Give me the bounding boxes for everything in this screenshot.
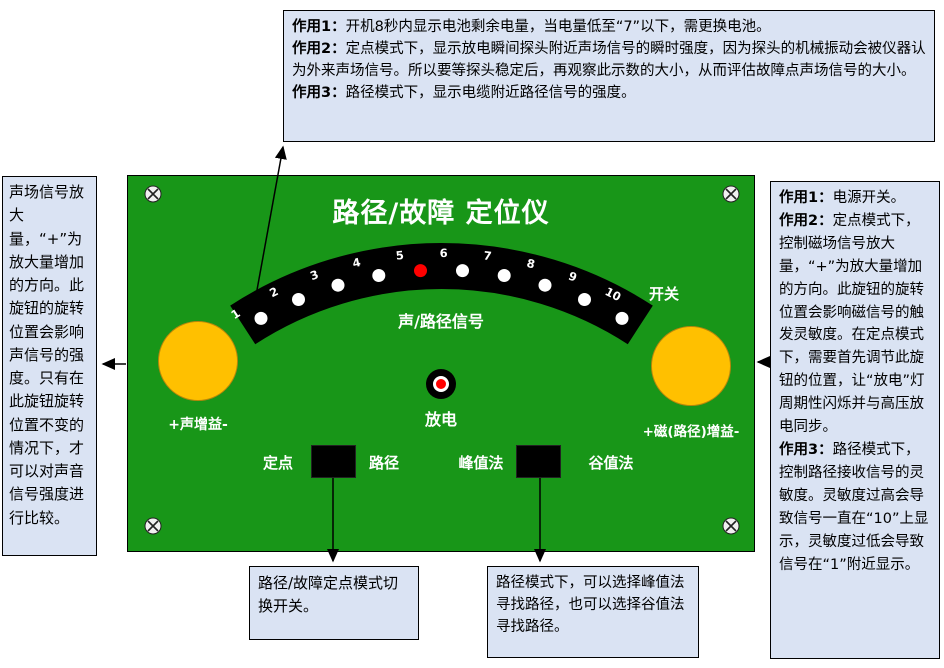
method-toggle-switch[interactable] [516,445,561,478]
note-display-functions: 作用1：开机8秒内显示电池剩余电量，当电量低至“7”以下，需更换电池。 作用2：… [283,10,935,142]
dial-dot-1 [254,311,268,325]
note-line: 路径模式下，可以选择峰值法寻找路径，也可以选择谷值法寻找路径。 [496,572,690,638]
note-line-label: 作用2： [292,41,346,58]
dial-number-6: 6 [440,246,448,260]
screw-icon-bottom-left [144,517,162,535]
note-line-label: 作用3： [292,85,346,102]
note-line: 路径/故障定点模式切换开关。 [258,572,410,618]
note-line: 作用1：开机8秒内显示电池剩余电量，当电量低至“7”以下，需更换电池。 [292,16,926,38]
note-line-text: 开机8秒内显示电池剩余电量，当电量低至“7”以下，需更换电池。 [345,19,771,35]
screw-icon-top-left [144,185,162,203]
discharge-led-label: 放电 [424,410,457,429]
note-mode-switch: 路径/故障定点模式切换开关。 [249,566,419,640]
note-line-text: 路径模式下，可以选择峰值法寻找路径，也可以选择谷值法寻找路径。 [496,575,685,636]
note-line-text: 电源开关。 [832,190,906,206]
dial-number-4: 4 [351,255,362,270]
method-right-label: 谷值法 [588,454,634,472]
screw-icon-bottom-right [722,517,740,535]
dial-label: 声/路径信号 [398,312,484,331]
dial-dot-5 [414,264,427,278]
dial-number-5: 5 [395,248,405,263]
note-line-text: 路径模式下，显示电缆附近路径信号的强度。 [345,85,636,102]
mode-right-label: 路径 [368,454,399,472]
note-line: 声场信号放大量，“+”为放大量增加的方向。此旋钮的旋转位置会影响声信号的强度。只… [9,181,90,530]
dial-dot-9 [578,293,591,306]
note-magnetic-gain: 作用1：电源开关。 作用2：定点模式下，控制磁场信号放大量，“+”为放大量增加的… [770,181,940,659]
note-line-text: 定点模式下，控制磁场信号放大量，“+”为放大量增加的方向。此旋钮的旋转位置会影响… [779,212,925,436]
magnetic-gain-label: +磁(路径)增益- [642,424,740,440]
method-left-label: 峰值法 [458,454,504,472]
sound-gain-label: +声增益- [168,417,228,433]
dial-dot-7 [497,269,511,282]
dial-dot-4 [372,269,386,282]
note-line: 作用3：路径模式下，显示电缆附近路径信号的强度。 [292,82,926,104]
note-line-label: 作用2： [779,212,833,229]
note-line: 作用2：定点模式下，显示放电瞬间探头附近声场信号的瞬时强度，因为探头的机械振动会… [292,38,926,82]
dial-number-7: 7 [483,248,493,263]
note-line-text: 路径/故障定点模式切换开关。 [258,574,399,615]
mode-toggle-switch[interactable] [311,445,356,478]
power-switch-label: 开关 [648,285,679,303]
note-line: 作用1：电源开关。 [779,187,931,210]
screw-icon-top-right [722,185,740,203]
device-title: 路径/故障 定位仪 [332,198,550,229]
note-line-text: 定点模式下，显示放电瞬间探头附近声场信号的瞬时强度，因为探头的机械振动会被仪器认… [292,41,926,80]
note-line: 作用3：路径模式下，控制路径接收信号的灵敏度。灵敏度过高会导致信号一直在“10”… [779,439,931,576]
magnetic-gain-knob[interactable] [651,326,731,406]
note-method-switch: 路径模式下，可以选择峰值法寻找路径，也可以选择谷值法寻找路径。 [487,566,699,658]
note-line-label: 作用1： [779,190,833,206]
dial-dot-6 [456,264,469,278]
dial-dot-3 [331,278,345,292]
sound-gain-knob[interactable] [158,321,238,401]
note-line-text: 声场信号放大量，“+”为放大量增加的方向。此旋钮的旋转位置会影响声信号的强度。只… [9,183,85,527]
dial-number-10: 10 [603,284,624,304]
discharge-led [426,369,456,399]
note-line-text: 路径模式下，控制路径接收信号的灵敏度。灵敏度过高会导致信号一直在“10”上显示，… [779,441,929,573]
dial-dot-10 [615,311,629,325]
note-line-label: 作用1： [292,19,346,35]
note-line: 作用2：定点模式下，控制磁场信号放大量，“+”为放大量增加的方向。此旋钮的旋转位… [779,210,931,439]
dial-number-8: 8 [525,256,536,272]
note-line-label: 作用3： [779,441,833,458]
dial-dot-2 [292,293,305,306]
dial-dot-8 [538,278,552,292]
mode-left-label: 定点 [262,454,293,472]
note-sound-gain: 声场信号放大量，“+”为放大量增加的方向。此旋钮的旋转位置会影响声信号的强度。只… [2,176,97,556]
